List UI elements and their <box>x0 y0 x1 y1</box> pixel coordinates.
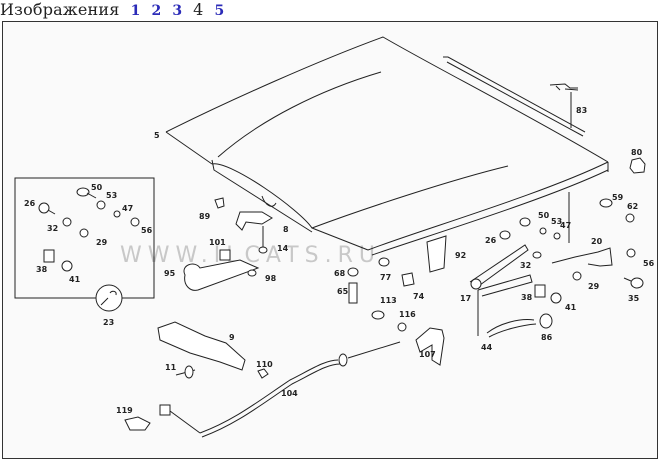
images-title: Изображения <box>0 0 120 19</box>
callout-80: 80 <box>631 148 643 157</box>
callout-59: 59 <box>612 193 624 202</box>
weatherstrip-part[interactable] <box>443 56 586 137</box>
callout-101: 101 <box>209 238 226 247</box>
callout-62: 62 <box>627 202 638 211</box>
callout-kit-32: 32 <box>47 224 58 233</box>
hinge-left-parts[interactable] <box>183 197 273 291</box>
callout-47-right: 47 <box>560 221 571 230</box>
callout-92: 92 <box>455 251 466 260</box>
callout-95: 95 <box>164 269 176 278</box>
callout-kit-50: 50 <box>91 183 103 192</box>
page-pagination: 1 2 3 4 5 <box>131 0 231 21</box>
callout-41-right: 41 <box>565 303 577 312</box>
callout-kit-41: 41 <box>69 275 81 284</box>
kit-parts[interactable] <box>38 187 140 312</box>
callout-26-right: 26 <box>485 236 497 245</box>
clip-80-part[interactable] <box>629 157 646 174</box>
callout-kit-38: 38 <box>36 265 48 274</box>
center-parts[interactable] <box>347 235 447 366</box>
callout-38-right: 38 <box>521 293 533 302</box>
callout-20: 20 <box>591 237 603 246</box>
callout-116: 116 <box>399 310 416 319</box>
images-header: Изображения 1 2 3 4 5 <box>0 0 230 20</box>
callout-56-right: 56 <box>643 259 655 268</box>
page-link-5[interactable]: 5 <box>214 3 225 19</box>
callout-8: 8 <box>283 225 289 234</box>
page-link-1[interactable]: 1 <box>130 3 141 19</box>
callout-50-right: 50 <box>538 211 550 220</box>
page-link-2[interactable]: 2 <box>151 3 162 19</box>
callout-kit-53: 53 <box>106 191 117 200</box>
callout-29-right: 29 <box>588 282 600 291</box>
callout-9: 9 <box>229 333 235 342</box>
callout-kit-29: 29 <box>96 238 108 247</box>
callout-113: 113 <box>380 296 397 305</box>
callout-89: 89 <box>199 212 211 221</box>
callout-kit-56: 56 <box>141 226 153 235</box>
diagram-frame <box>2 21 658 459</box>
callout-44: 44 <box>481 343 493 352</box>
callout-107: 107 <box>419 350 436 359</box>
callout-77: 77 <box>380 273 391 282</box>
callout-65: 65 <box>337 287 349 296</box>
callout-17: 17 <box>460 294 471 303</box>
callout-86: 86 <box>541 333 553 342</box>
callout-74: 74 <box>413 292 425 301</box>
kit-box <box>14 177 155 299</box>
callout-119: 119 <box>116 406 133 415</box>
callout-32-right: 32 <box>520 261 531 270</box>
callout-kit-23: 23 <box>103 318 114 327</box>
callout-104: 104 <box>281 389 298 398</box>
page-link-3[interactable]: 3 <box>172 3 183 19</box>
callout-83: 83 <box>576 106 587 115</box>
callout-kit-26: 26 <box>24 199 36 208</box>
callout-11: 11 <box>165 363 177 372</box>
callout-68: 68 <box>334 269 346 278</box>
hinge-right-parts[interactable] <box>469 192 644 338</box>
page-current-4: 4 <box>193 0 204 19</box>
release-parts[interactable] <box>124 321 401 438</box>
callout-98: 98 <box>265 274 277 283</box>
callout-kit-47: 47 <box>122 204 133 213</box>
callout-14: 14 <box>277 244 289 253</box>
callout-110: 110 <box>256 360 273 369</box>
callout-35: 35 <box>628 294 640 303</box>
callout-53-right: 53 <box>551 217 562 226</box>
hood-panel[interactable] <box>165 36 609 256</box>
callout-5: 5 <box>154 131 160 140</box>
